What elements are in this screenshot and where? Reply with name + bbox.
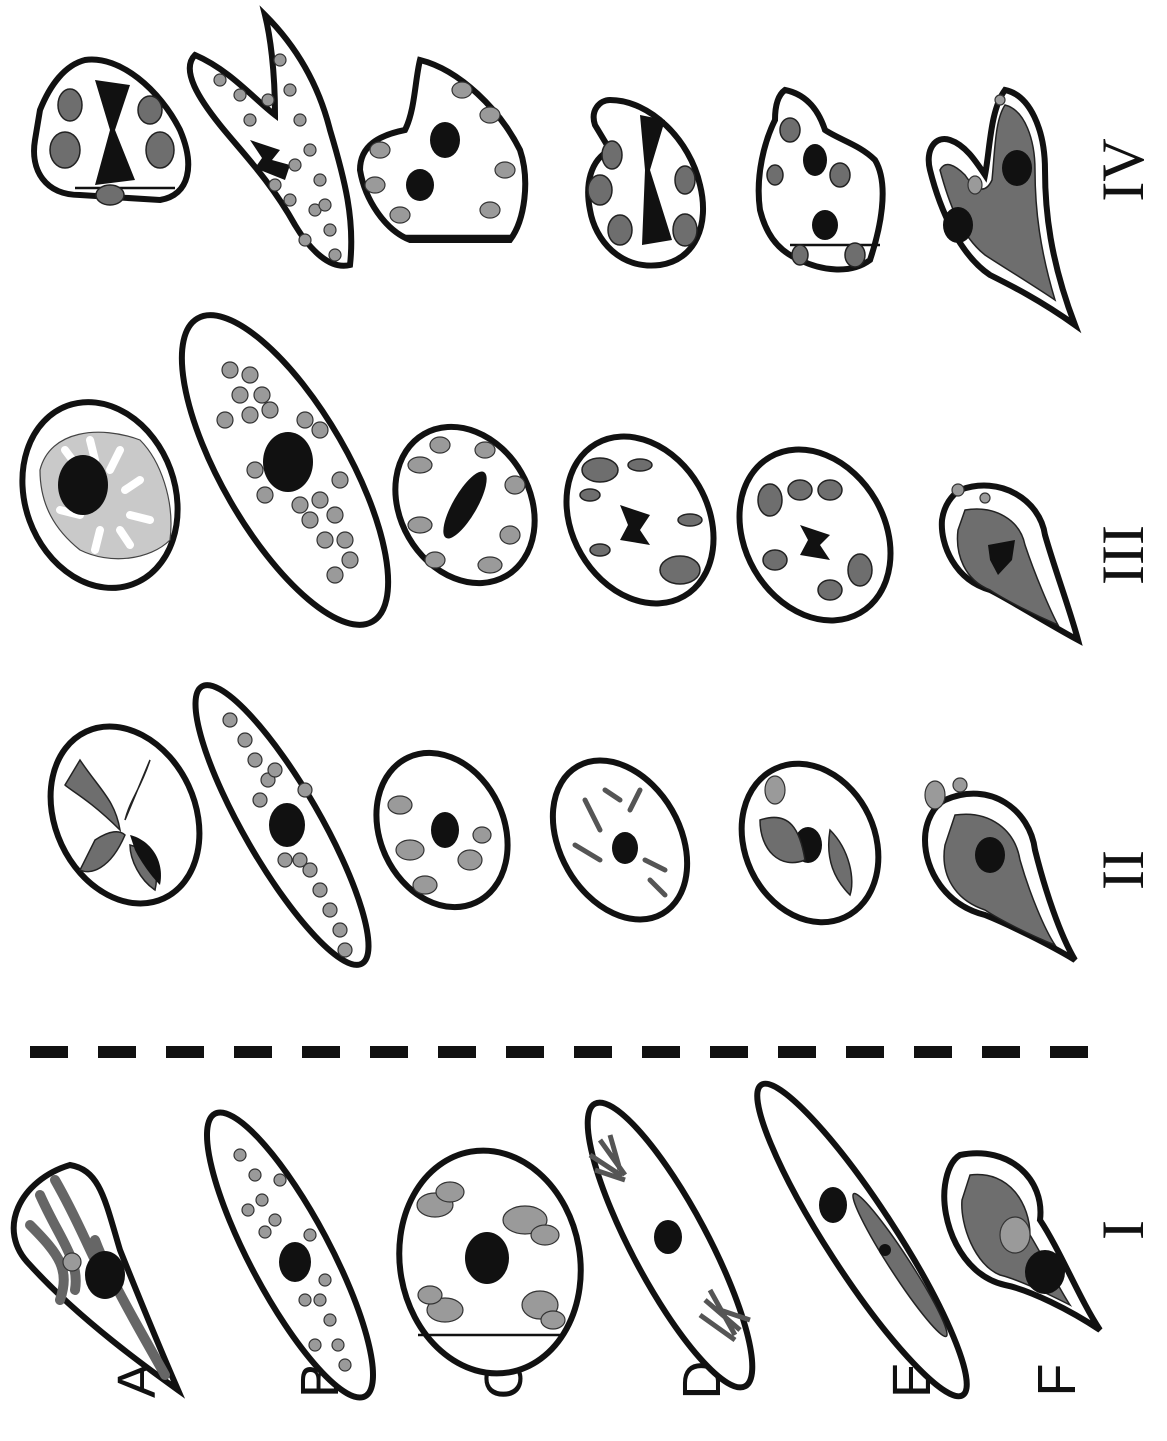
cell-a-i [14, 1165, 178, 1390]
column-label-iii: III [1090, 525, 1156, 585]
cell-a-iv [34, 60, 188, 205]
nucleus [269, 803, 305, 847]
column-label-i: I [1090, 1220, 1156, 1240]
cell-a-ii [23, 702, 228, 928]
cell-d-ii [526, 736, 715, 943]
nucleus [465, 1232, 509, 1284]
cell-e-ii [716, 741, 903, 945]
nucleus [803, 144, 827, 176]
nucleus [279, 1242, 311, 1282]
column-label-iv: IV [1090, 138, 1156, 201]
nucleus [819, 1187, 847, 1223]
column-label-ii: II [1090, 850, 1156, 890]
cell-d-iv [588, 100, 703, 266]
nucleus [430, 122, 460, 158]
nucleus [1025, 1250, 1065, 1294]
nucleus [58, 455, 108, 515]
cell-f-iv [929, 90, 1075, 325]
cell-c-iii [368, 401, 563, 608]
cell-e-iii [709, 422, 920, 648]
nucleus [975, 837, 1005, 873]
nucleus [654, 1220, 682, 1254]
nucleus [431, 812, 459, 848]
cell-c-i [382, 1136, 598, 1388]
cell-f-iii [942, 484, 1078, 640]
cell-f-ii [925, 778, 1075, 960]
cell-c-ii [352, 731, 532, 928]
cell-d-iii [537, 410, 743, 630]
cell-c-iv [360, 60, 525, 240]
cell-b-ii [169, 667, 395, 982]
nucleus [263, 432, 313, 492]
cell-f-i [944, 1153, 1100, 1330]
cell-b-iii [143, 287, 427, 653]
cell-a-iii [0, 380, 203, 610]
nucleus [85, 1251, 125, 1299]
nucleus [612, 832, 638, 864]
row-label-f: F [1027, 1364, 1087, 1397]
column-labels: I II III IV [1090, 138, 1156, 1240]
cell-b-iv [190, 15, 352, 266]
nucleus [1002, 150, 1032, 186]
cell-e-iv [759, 90, 883, 269]
cell-d-i [561, 1086, 778, 1404]
